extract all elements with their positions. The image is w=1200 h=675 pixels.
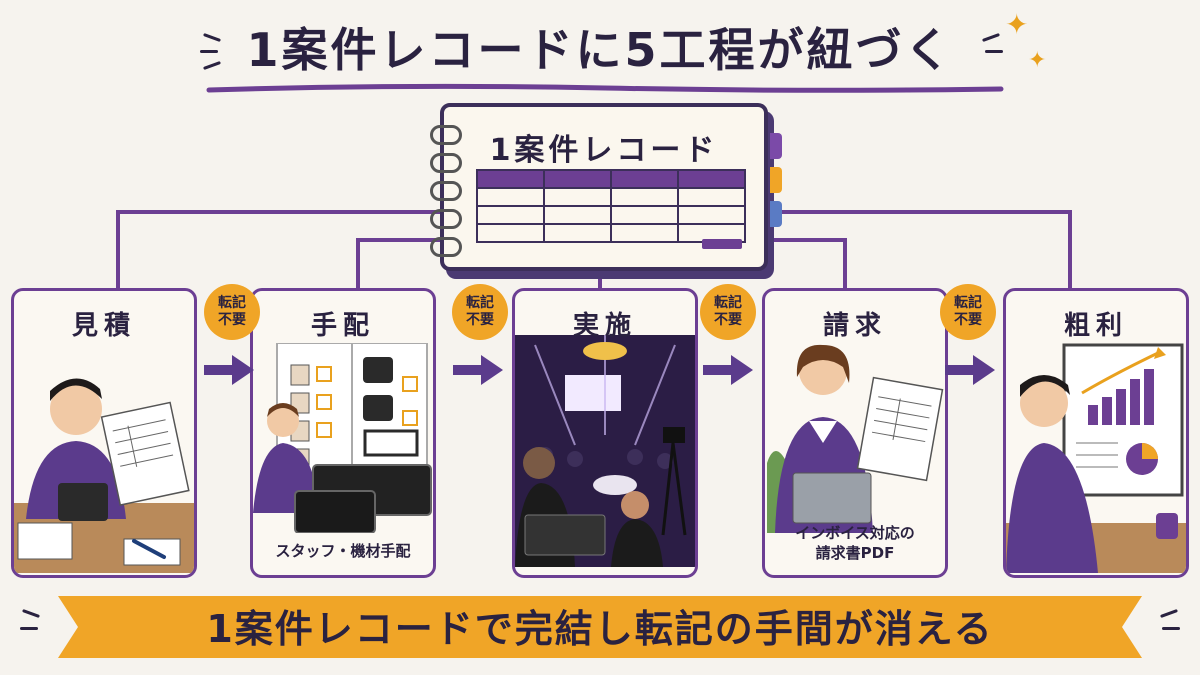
binder-ring — [430, 237, 462, 257]
step-caption: インボイス対応の 請求書PDF — [795, 524, 915, 562]
step-card-invoice: 請求 インボイス対応の 請求書PDF — [762, 288, 948, 578]
step-title: 請求 — [822, 311, 887, 341]
estimate-illustration — [14, 378, 194, 573]
step-card-execution: 実施 — [512, 288, 698, 578]
sparkle-icon: ✦ — [1028, 48, 1047, 73]
binder-ring — [430, 125, 462, 145]
notebook-tab — [770, 133, 782, 159]
right-arrow-icon — [703, 355, 753, 385]
notebook-tab — [770, 167, 782, 193]
gross-profit-illustration — [1006, 343, 1186, 573]
binder-ring — [430, 153, 462, 173]
transfer-free-badge: 転記 不要 — [452, 284, 508, 340]
banner-accent-line — [20, 627, 38, 630]
arrangement-illustration — [253, 343, 432, 533]
title-underline — [206, 83, 1004, 93]
page-title: 1案件レコードに5工程が紐づく — [246, 23, 954, 77]
step-title: 手配 — [310, 311, 375, 341]
step-caption: スタッフ・機材手配 — [275, 542, 411, 560]
execution-illustration — [515, 335, 695, 567]
right-arrow-icon — [945, 355, 995, 385]
case-record-notebook: 1案件レコード — [430, 103, 782, 271]
notebook-title: 1案件レコード — [489, 133, 719, 168]
step-title: 粗利 — [1063, 311, 1128, 341]
title-accent-line — [985, 50, 1003, 53]
step-card-arrangement: 手配 スタッフ・機材手配 — [250, 288, 436, 578]
step-card-gross-profit: 粗利 — [1003, 288, 1189, 578]
invoice-illustration — [767, 344, 944, 533]
right-arrow-icon — [453, 355, 503, 385]
notebook-button-mark — [702, 239, 742, 249]
transfer-free-badge: 転記 不要 — [700, 284, 756, 340]
notebook-table — [476, 169, 746, 243]
summary-banner-shape — [58, 596, 1142, 658]
step-card-estimate: 見積 — [11, 288, 197, 578]
step-title: 見積 — [71, 311, 136, 341]
step-title: 実施 — [572, 311, 637, 341]
transfer-free-badge: 転記 不要 — [940, 284, 996, 340]
banner-accent-line — [1162, 627, 1180, 630]
notebook-tab — [770, 201, 782, 227]
binder-ring — [430, 209, 462, 229]
sparkle-icon: ✦ — [1005, 8, 1029, 41]
binder-ring — [430, 181, 462, 201]
right-arrow-icon — [204, 355, 254, 385]
title-accent-line — [200, 50, 218, 53]
transfer-free-badge: 転記 不要 — [204, 284, 260, 340]
summary-banner-text: 1案件レコードで完結し転記の手間が消える — [206, 607, 994, 651]
